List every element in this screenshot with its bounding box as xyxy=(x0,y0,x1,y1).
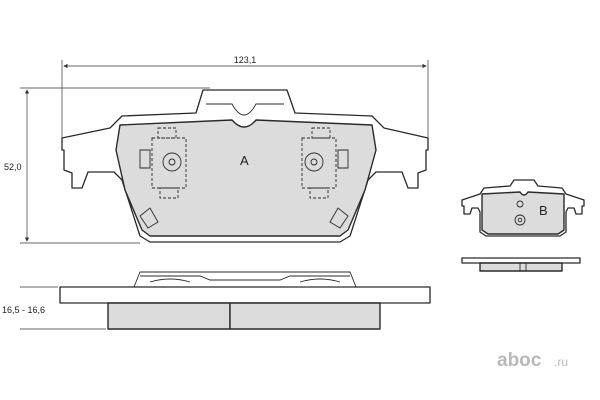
pad-b-label: B xyxy=(539,203,548,218)
pad-a-backing-profile xyxy=(59,286,431,304)
pad-b-side-view xyxy=(461,257,581,272)
watermark-domain: .ru xyxy=(554,355,568,369)
pad-a-clip-profile xyxy=(133,271,357,288)
pad-a-right-clip xyxy=(301,127,349,229)
pad-a-friction-right xyxy=(229,302,381,330)
thickness-value: 16,5 - 16,6 xyxy=(2,305,45,315)
pad-a-side-view: 16,5 - 16,6 xyxy=(2,271,431,330)
watermark-logo: aboc .ru xyxy=(497,350,568,371)
pad-b-hole-top xyxy=(516,200,524,208)
pad-a-front-view: A xyxy=(61,89,429,243)
pad-b-backing-plate xyxy=(461,179,585,237)
pad-b-hole-bottom xyxy=(514,214,526,226)
pad-b-friction-material xyxy=(481,191,565,235)
pad-b-backing-profile xyxy=(461,257,581,264)
height-dimension: 52,0 xyxy=(4,87,210,244)
pad-b-friction-profile xyxy=(479,262,563,272)
pad-a-top-notch xyxy=(206,103,284,116)
pad-b-front-view: B xyxy=(461,179,585,237)
width-dimension: 123,1 xyxy=(61,55,429,150)
pad-a-left-clip xyxy=(139,127,187,229)
pad-a-friction-left xyxy=(107,302,231,330)
pad-a-backing-plate xyxy=(61,89,429,243)
width-value: 123,1 xyxy=(234,55,257,65)
watermark-brand: aboc xyxy=(497,350,542,371)
pad-a-label: A xyxy=(240,153,249,168)
pad-a-friction-material xyxy=(115,119,377,237)
height-value: 52,0 xyxy=(4,162,22,172)
